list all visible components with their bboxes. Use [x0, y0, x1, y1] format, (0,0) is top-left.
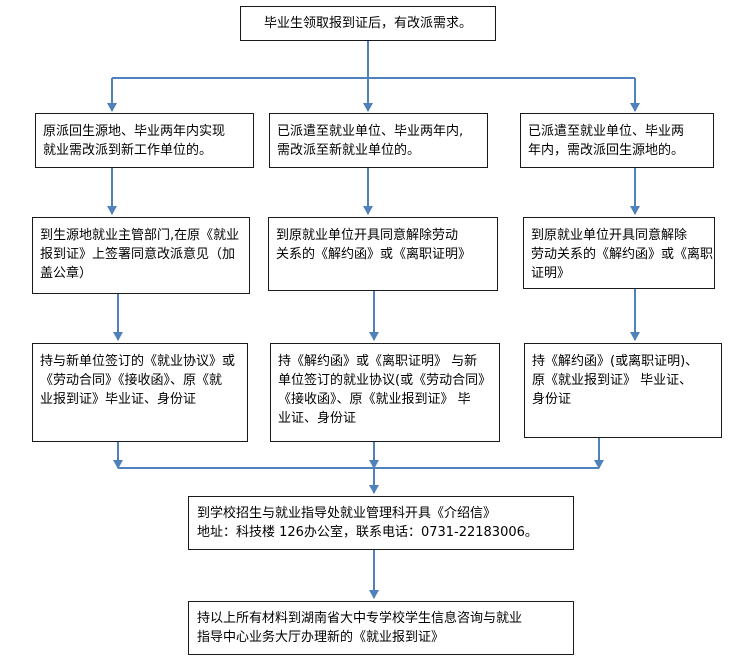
box-col1-step1: 原派回生源地、毕业两年内实现就业需改派到新工作单位的。 [35, 113, 254, 168]
box-text-line: 盖公章） [40, 266, 93, 281]
box-text-line: 已派遣至就业单位、毕业两 [528, 124, 685, 139]
box-text-line: 劳动关系的《解约函》或《离职 [531, 247, 714, 262]
box-col3-step2: 到原就业单位开具同意解除劳动关系的《解约函》或《离职证明》 [523, 217, 715, 289]
box-final-step: 持以上所有材料到湖南省大中专学校学生信息咨询与就业指导中心业务大厅办理新的《就业… [188, 601, 574, 655]
box-text-line: 《劳动合同》《接收函》、原《就 [40, 373, 223, 388]
box-col2-step2: 到原就业单位开具同意解除劳动关系的《解约函》或《离职证明》 [268, 217, 498, 291]
box-col2-step1: 已派遣至就业单位、毕业两年内, 需改派至新就业单位的。 [269, 113, 488, 168]
box-text-line: 地址：科技楼 126办公室，联系电话：0731-22183006。 [197, 525, 538, 540]
box-text-line: 《接收函》、原《就业报到证》 毕 [278, 392, 471, 407]
box-school-introduction: 到学校招生与就业指导处就业管理科开具《介绍信》地址：科技楼 126办公室，联系电… [188, 496, 574, 550]
box-text-line: 到原就业单位开具同意解除劳动 [276, 228, 459, 243]
box-text-line: 业证、身份证 [278, 411, 357, 426]
box-text-line: 持以上所有材料到湖南省大中专学校学生信息咨询与就业 [197, 611, 523, 626]
box-text-line: 身份证 [532, 392, 572, 407]
box-text-line: 原派回生源地、毕业两年内实现 [43, 124, 226, 139]
box-text-line: 证明》 [531, 266, 571, 281]
box-text-line: 业报到证》毕业证、身份证 [40, 392, 197, 407]
box-text-line: 就业需改派到新工作单位的。 [43, 143, 213, 158]
box-text-line: 持《解约函》或《离职证明》 与新 [278, 354, 478, 369]
box-text-line: 关系的《解约函》或《离职证明》 [276, 247, 472, 262]
box-top-start: 毕业生领取报到证后，有改派需求。 [240, 6, 496, 41]
box-text-line: 需改派至新就业单位的。 [277, 143, 421, 158]
box-col3-step1: 已派遣至就业单位、毕业两年内，需改派回生源地的。 [520, 113, 714, 168]
box-text-line: 持与新单位签订的《就业协议》或 [40, 354, 236, 369]
box-col2-step3: 持《解约函》或《离职证明》 与新单位签订的就业协议(或《劳动合同》《接收函》、原… [270, 343, 500, 442]
box-col3-step3: 持《解约函》(或离职证明)、原《就业报到证》 毕业证、身份证 [524, 343, 722, 438]
box-text-line: 已派遣至就业单位、毕业两年内, [277, 124, 464, 139]
box-text-line: 到生源地就业主管部门,在原《就业 [40, 228, 240, 243]
box-text-line: 年内，需改派回生源地的。 [528, 143, 685, 158]
box-text-line: 指导中心业务大厅办理新的《就业报到证》 [197, 630, 445, 645]
box-text-line: 毕业生领取报到证后，有改派需求。 [263, 16, 472, 31]
box-text-line: 持《解约函》(或离职证明)、 [532, 354, 699, 369]
box-text-line: 原《就业报到证》 毕业证、 [532, 373, 693, 388]
box-text-line: 到原就业单位开具同意解除 [531, 228, 688, 243]
box-text-line: 单位签订的就业协议(或《劳动合同》 [278, 373, 492, 388]
box-text-line: 报到证》上签署同意改派意见（加 [40, 247, 236, 262]
box-col1-step2: 到生源地就业主管部门,在原《就业报到证》上签署同意改派意见（加盖公章） [32, 217, 250, 294]
box-col1-step3: 持与新单位签订的《就业协议》或《劳动合同》《接收函》、原《就业报到证》毕业证、身… [32, 343, 248, 442]
box-text-line: 到学校招生与就业指导处就业管理科开具《介绍信》 [197, 506, 497, 521]
